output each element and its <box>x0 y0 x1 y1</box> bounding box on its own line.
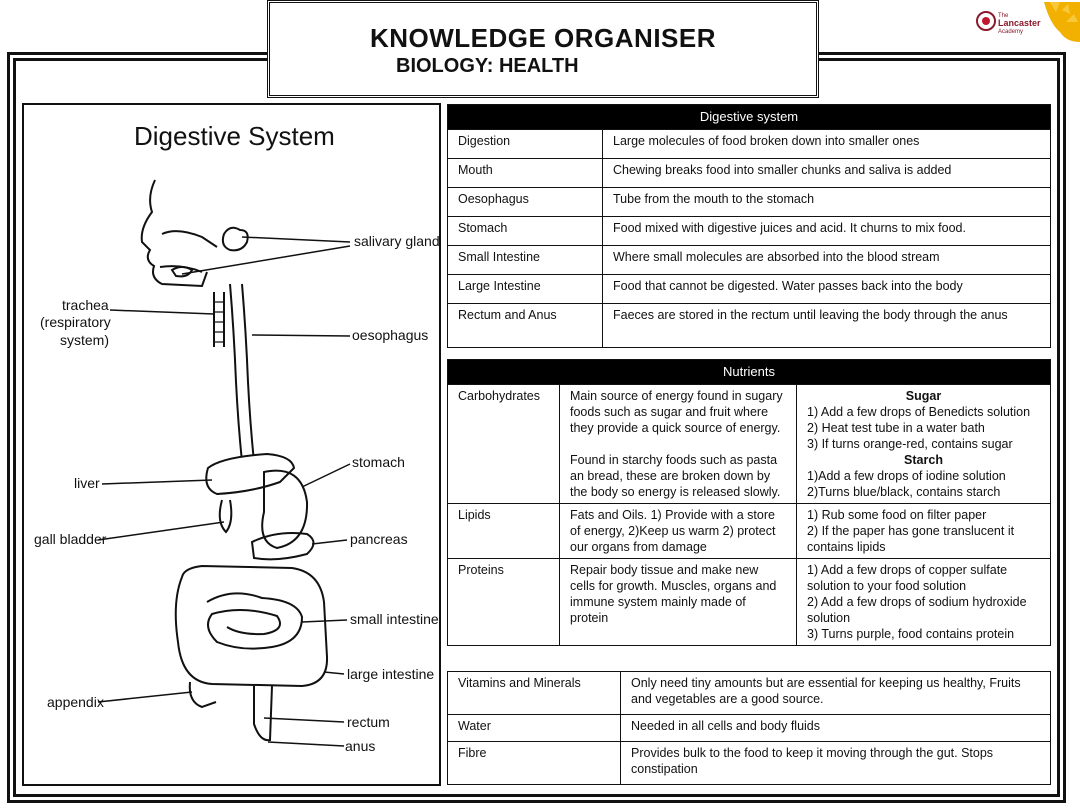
starch-step: 1)Add a few drops of iodine solution <box>807 469 1006 483</box>
nutrients-table-header: Nutrients <box>447 359 1051 385</box>
digestive-system-table: Digestive system Digestion Large molecul… <box>447 104 1051 348</box>
desc-cell: Provides bulk to the food to keep it mov… <box>620 741 1051 785</box>
desc-cell: Food that cannot be digested. Water pass… <box>602 274 1051 304</box>
page-subtitle: BIOLOGY: HEALTH <box>396 55 579 77</box>
term-cell: Large Intestine <box>447 274 603 304</box>
label-salivary-glands: salivary glands <box>354 233 439 249</box>
desc-cell: Large molecules of food broken down into… <box>602 129 1051 159</box>
carbs-desc-starchy: Found in starchy foods such as pasta an … <box>570 453 781 499</box>
table-row: Rectum and Anus Faeces are stored in the… <box>447 303 1051 348</box>
table-row: Large Intestine Food that cannot be dige… <box>447 274 1051 304</box>
term-cell: Water <box>447 714 621 742</box>
digestive-diagram: salivary glands trachea (respiratory sys… <box>34 179 439 754</box>
other-nutrients-table: Vitamins and Minerals Only need tiny amo… <box>447 671 1051 785</box>
label-anus: anus <box>345 738 375 754</box>
table-row: Water Needed in all cells and body fluid… <box>447 714 1051 742</box>
page-title: KNOWLEDGE ORGANISER <box>369 23 717 53</box>
label-appendix: appendix <box>47 694 104 710</box>
desc-cell: Food mixed with digestive juices and aci… <box>602 216 1051 246</box>
term-cell: Fibre <box>447 741 621 785</box>
digestive-diagram-panel: Digestive System <box>22 103 441 786</box>
term-cell: Mouth <box>447 158 603 188</box>
label-trachea-respiratory: (respiratory <box>40 314 111 330</box>
digestive-table-header: Digestive system <box>447 104 1051 130</box>
table-row: Stomach Food mixed with digestive juices… <box>447 216 1051 246</box>
term-cell: Oesophagus <box>447 187 603 217</box>
label-pancreas: pancreas <box>350 531 408 547</box>
school-logo: The Lancaster Academy <box>976 2 1080 42</box>
lipid-step: 2) If the paper has gone translucent it … <box>807 524 1015 554</box>
nutrient-test: 1) Rub some food on filter paper 2) If t… <box>796 503 1051 559</box>
term-cell: Stomach <box>447 216 603 246</box>
logo-text-academy: Academy <box>998 29 1023 35</box>
nutrient-name: Carbohydrates <box>447 384 560 504</box>
table-row: Small Intestine Where small molecules ar… <box>447 245 1051 275</box>
table-row: Mouth Chewing breaks food into smaller c… <box>447 158 1051 188</box>
diagram-title: Digestive System <box>134 121 335 151</box>
nutrient-test: Sugar 1) Add a few drops of Benedicts so… <box>796 384 1051 504</box>
nutrient-desc: Fats and Oils. 1) Provide with a store o… <box>559 503 797 559</box>
starch-test-title: Starch <box>904 453 943 467</box>
desc-cell: Tube from the mouth to the stomach <box>602 187 1051 217</box>
nutrient-test: 1) Add a few drops of copper sulfate sol… <box>796 558 1051 646</box>
nutrient-row-carbohydrates: Carbohydrates Main source of energy foun… <box>447 384 1051 504</box>
label-oesophagus: oesophagus <box>352 327 428 343</box>
nutrient-name: Proteins <box>447 558 560 646</box>
term-cell: Rectum and Anus <box>447 303 603 348</box>
sugar-step: 1) Add a few drops of Benedicts solution <box>807 405 1031 419</box>
lipid-step: 1) Rub some food on filter paper <box>807 508 987 522</box>
term-cell: Digestion <box>447 129 603 159</box>
nutrient-desc: Main source of energy found in sugary fo… <box>559 384 797 504</box>
logo-text-the: The <box>998 13 1009 19</box>
sugar-step: 3) If turns orange-red, contains sugar <box>807 437 1013 451</box>
table-row: Digestion Large molecules of food broken… <box>447 129 1051 159</box>
desc-cell: Where small molecules are absorbed into … <box>602 245 1051 275</box>
sugar-test-title: Sugar <box>905 389 942 403</box>
table-row: Fibre Provides bulk to the food to keep … <box>447 741 1051 785</box>
nutrient-row-lipids: Lipids Fats and Oils. 1) Provide with a … <box>447 503 1051 559</box>
label-liver: liver <box>74 475 100 491</box>
label-stomach: stomach <box>352 454 405 470</box>
desc-cell: Needed in all cells and body fluids <box>620 714 1051 742</box>
nutrients-table: Nutrients Carbohydrates Main source of e… <box>447 359 1051 646</box>
label-rectum: rectum <box>347 714 390 730</box>
nutrient-name: Lipids <box>447 503 560 559</box>
desc-cell: Faeces are stored in the rectum until le… <box>602 303 1051 348</box>
label-large-intestine: large intestine <box>347 666 434 682</box>
term-cell: Small Intestine <box>447 245 603 275</box>
title-box: KNOWLEDGE ORGANISER BIOLOGY: HEALTH <box>267 0 819 98</box>
label-trachea-system: system) <box>60 332 109 348</box>
desc-cell: Only need tiny amounts but are essential… <box>620 671 1051 715</box>
table-row: Vitamins and Minerals Only need tiny amo… <box>447 671 1051 715</box>
protein-step: 3) Turns purple, food contains protein <box>807 627 1015 641</box>
desc-cell: Chewing breaks food into smaller chunks … <box>602 158 1051 188</box>
protein-step: 1) Add a few drops of copper sulfate sol… <box>807 563 1008 593</box>
nutrient-desc: Repair body tissue and make new cells fo… <box>559 558 797 646</box>
label-small-intestine: small intestine <box>350 611 439 627</box>
carbs-desc-sugary: Main source of energy found in sugary fo… <box>570 389 783 435</box>
protein-step: 2) Add a few drops of sodium hydroxide s… <box>807 595 1027 625</box>
nutrient-row-proteins: Proteins Repair body tissue and make new… <box>447 558 1051 646</box>
term-cell: Vitamins and Minerals <box>447 671 621 715</box>
starch-step: 2)Turns blue/black, contains starch <box>807 485 1001 499</box>
label-trachea: trachea <box>62 297 109 313</box>
sugar-step: 2) Heat test tube in a water bath <box>807 421 985 435</box>
table-row: Oesophagus Tube from the mouth to the st… <box>447 187 1051 217</box>
logo-text-lancaster: Lancaster <box>998 18 1041 28</box>
label-gall-bladder: gall bladder <box>34 531 107 547</box>
